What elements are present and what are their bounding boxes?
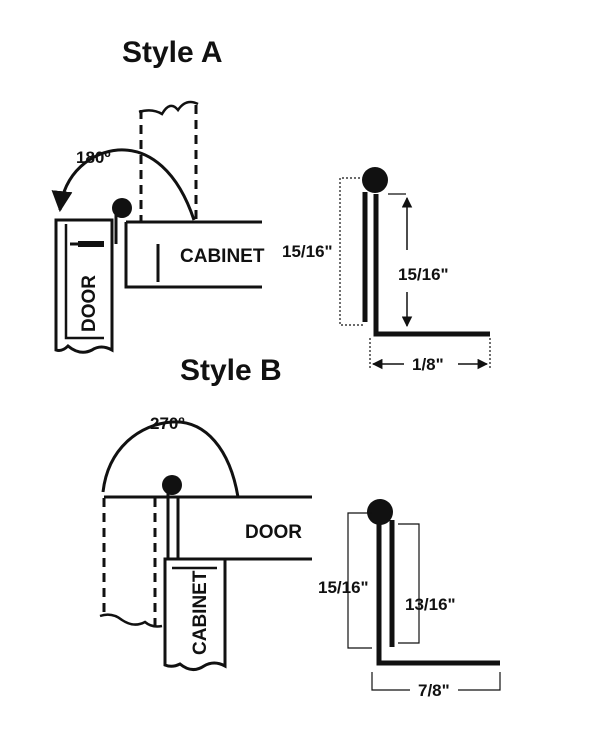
style-b-door: DOOR	[104, 495, 312, 561]
style-b-open-outline	[99, 498, 163, 630]
style-b-hinge-knuckle	[162, 475, 182, 495]
style-a-hinge-profile: 15/16" 15/16" 1/8"	[282, 167, 491, 374]
style-b-dim-left-bracket	[347, 512, 372, 649]
style-a-door-label: DOOR	[79, 275, 100, 332]
style-b-cabinet-label: CABINET	[190, 570, 211, 655]
style-a-swing-arc	[51, 148, 196, 221]
style-a-cabinet: CABINET	[124, 220, 265, 289]
style-b-profile-outer-leaf	[376, 524, 500, 666]
style-a-cabinet-label: CABINET	[180, 246, 265, 267]
style-b-heading: Style B	[180, 354, 282, 387]
style-a-profile-knuckle	[362, 167, 388, 193]
style-b-profile-knuckle	[367, 499, 393, 525]
style-b-swing-arc	[101, 420, 240, 498]
style-a-door: DOOR	[54, 218, 114, 354]
style-b-cabinet: CABINET	[163, 497, 227, 671]
style-b-dim-right-label: 13/16"	[405, 595, 456, 614]
style-a-open-door-outline	[138, 100, 199, 222]
style-a-profile-outer-leaf	[373, 194, 490, 337]
style-b-dim-right-bracket	[398, 523, 420, 644]
style-a-section: Style A 180º DOOR CABINET	[51, 36, 491, 374]
style-b-angle-label: 270º	[150, 414, 185, 433]
style-a-angle-label: 180º	[76, 148, 111, 167]
style-a-heading: Style A	[122, 36, 223, 69]
style-a-hinge-knuckle	[112, 198, 132, 218]
style-a-dim-right-label: 15/16"	[398, 265, 449, 284]
style-a-dim-left-label: 15/16"	[282, 242, 333, 261]
style-b-dim-left-label: 15/16"	[318, 578, 369, 597]
style-b-section: Style B 270º DOOR CABINET	[99, 354, 501, 700]
style-b-door-label: DOOR	[245, 522, 302, 543]
style-b-dim-width-right	[458, 672, 501, 691]
style-a-dim-width-label: 1/8"	[412, 355, 444, 374]
style-b-dim-width-label: 7/8"	[418, 681, 450, 700]
style-b-dim-width-left	[371, 672, 410, 691]
style-a-dim-left-bracket	[339, 177, 364, 326]
style-b-hinge-profile: 15/16" 13/16" 7/8"	[318, 499, 501, 700]
